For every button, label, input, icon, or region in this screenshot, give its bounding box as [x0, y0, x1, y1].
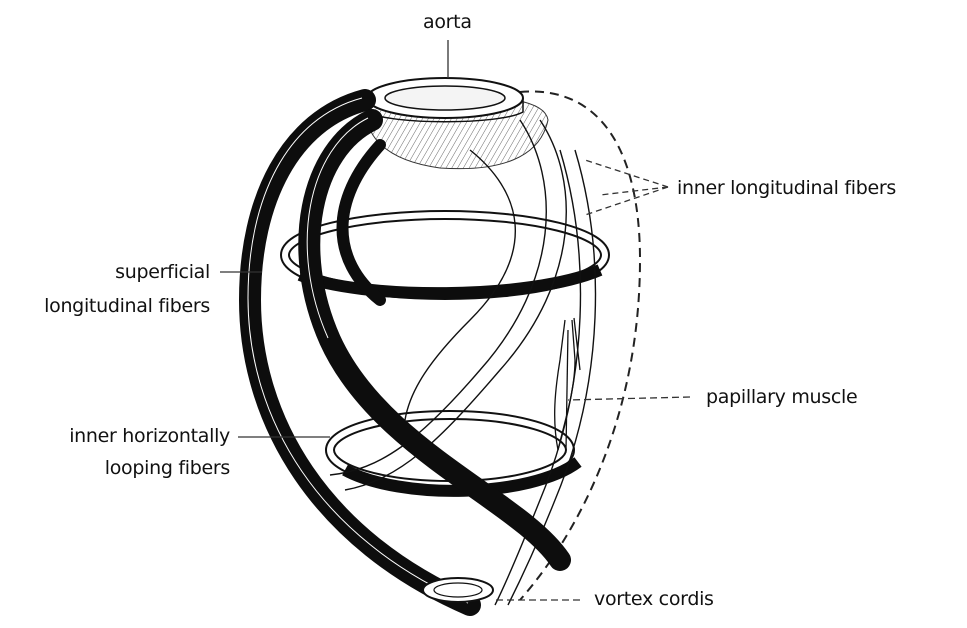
label-superficial-line2: longitudinal fibers [44, 292, 210, 320]
label-inner-horizontal-line1: inner horizontally [69, 422, 230, 450]
superficial-longitudinal-fibers [250, 100, 560, 605]
label-inner-horizontal-line2: looping fibers [105, 454, 230, 482]
upper-looping-fiber [285, 215, 605, 295]
vortex-cordis-ring [423, 578, 493, 602]
label-inner-longitudinal-fibers: inner longitudinal fibers [677, 174, 896, 202]
leader-inner-longitudinal-3 [585, 187, 668, 215]
label-papillary-muscle: papillary muscle [706, 383, 857, 411]
label-superficial-line1: superficial [115, 258, 210, 286]
label-vortex-cordis: vortex cordis [594, 585, 714, 613]
label-aorta: aorta [423, 8, 472, 36]
